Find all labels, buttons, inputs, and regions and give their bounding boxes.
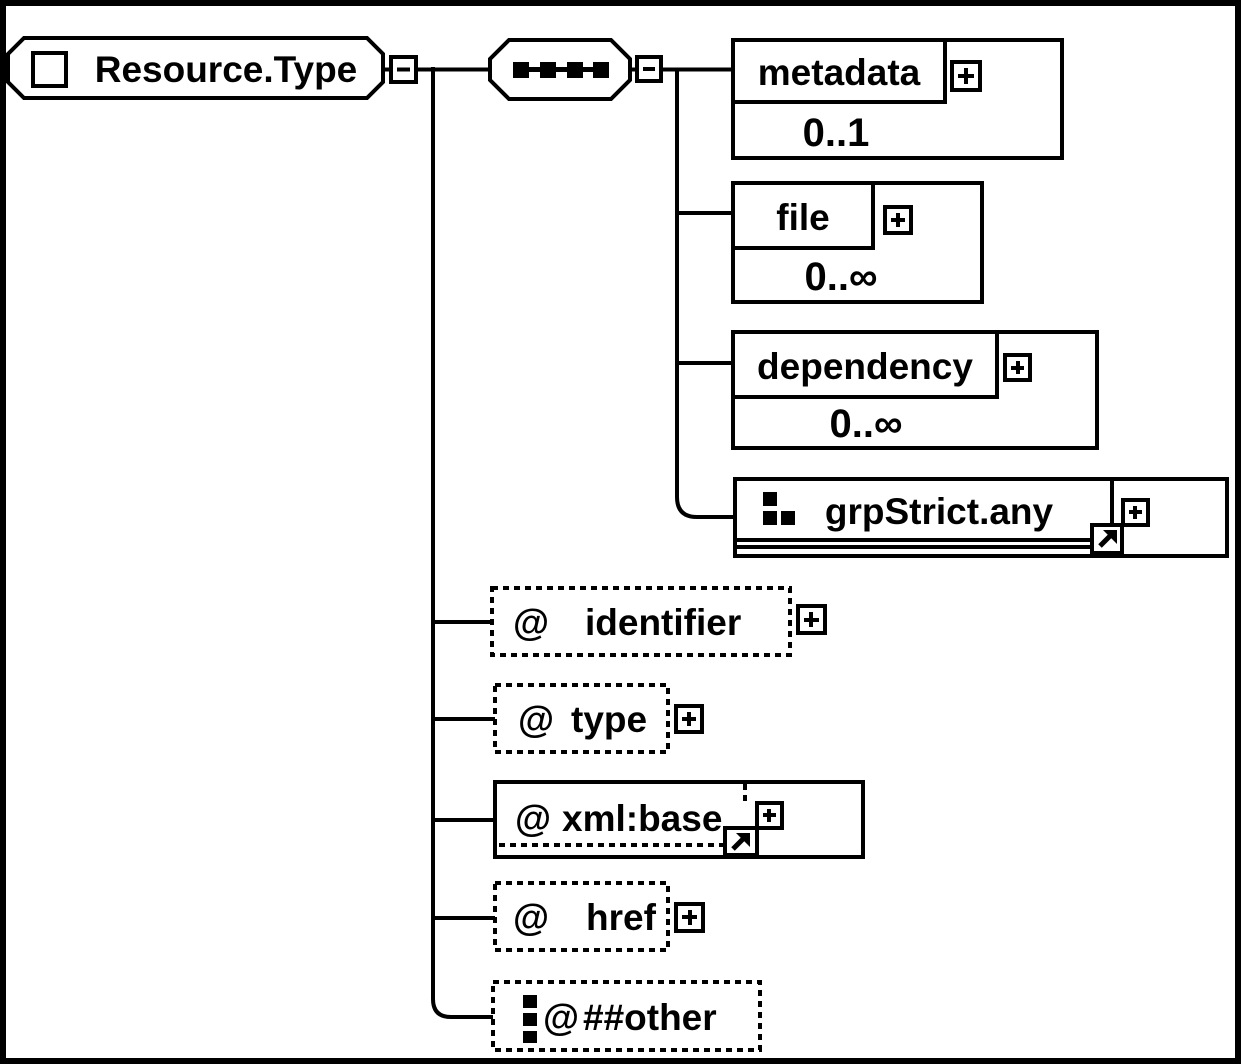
element-node-metadata: metadata 0..1	[731, 38, 1064, 160]
expand-icon-plus	[763, 809, 776, 822]
element-node-file: file 0..∞	[731, 181, 984, 304]
expand-icon-plus	[682, 910, 697, 925]
element-box[interactable]	[731, 181, 875, 250]
attribute-node-href: @ href	[493, 881, 705, 952]
expand-button[interactable]	[1121, 498, 1150, 527]
element-icon	[31, 51, 68, 88]
group-label: grpStrict.any	[825, 491, 1054, 532]
attribute-node-any-other: @ ##other	[491, 980, 762, 1052]
attribute-box[interactable]	[491, 980, 762, 1052]
attribute-at-sign: @	[543, 997, 579, 1038]
link-icon-arrowhead	[736, 833, 750, 847]
cardinality-label: 0..∞	[830, 402, 903, 446]
group-link-button[interactable]	[1090, 523, 1124, 555]
connector-attribute-trunk	[431, 67, 495, 1019]
sequence-collapse-button[interactable]	[635, 55, 663, 83]
attribute-box[interactable]	[493, 881, 670, 952]
attribute-node-type: @ type	[493, 683, 704, 754]
element-label: dependency	[757, 346, 973, 387]
expand-button[interactable]	[950, 60, 982, 92]
attribute-node-identifier: @ identifier	[490, 586, 827, 657]
link-icon-arrow	[731, 837, 745, 851]
expand-button[interactable]	[674, 902, 705, 933]
group-icon	[763, 492, 795, 525]
attribute-label: identifier	[585, 602, 741, 643]
any-attribute-icon	[523, 995, 537, 1043]
element-node-dependency: dependency 0..∞	[731, 330, 1099, 450]
cardinality-label: 0..1	[803, 111, 870, 155]
attribute-box[interactable]	[493, 683, 670, 754]
root-collapse-button[interactable]	[389, 55, 418, 84]
attribute-box[interactable]	[490, 586, 792, 657]
root-node: Resource.Type	[6, 36, 385, 100]
expand-icon[interactable]	[1003, 353, 1032, 382]
expand-icon-plus	[1129, 506, 1142, 519]
expand-icon-plus	[1011, 361, 1024, 374]
attribute-label: ##other	[583, 997, 717, 1038]
group-box[interactable]	[733, 477, 1114, 542]
attribute-label: href	[586, 897, 657, 938]
expand-button[interactable]	[883, 205, 913, 235]
expand-icon-plus	[682, 712, 696, 726]
expand-button[interactable]	[755, 801, 784, 830]
link-icon-arrowhead	[1103, 530, 1117, 544]
sequence-icon	[513, 62, 609, 78]
expand-button[interactable]	[674, 704, 704, 734]
root-node-label: Resource.Type	[95, 49, 358, 90]
attribute-node-xmlbase: @ xml:base	[493, 780, 865, 859]
connector-child-trunk	[675, 69, 737, 519]
attribute-link-button[interactable]	[723, 826, 759, 857]
expand-icon-plus	[958, 68, 974, 84]
expand-icon-plus	[804, 612, 819, 627]
root-node-shape[interactable]	[6, 36, 385, 100]
element-label: metadata	[758, 52, 921, 93]
element-box[interactable]	[731, 330, 999, 399]
expand-icon-plus	[891, 213, 905, 227]
sequence-node	[488, 38, 632, 101]
attribute-at-sign: @	[513, 602, 549, 643]
group-node-grpstrict-any: grpStrict.any	[733, 477, 1229, 558]
link-icon-arrow	[1098, 534, 1112, 548]
attribute-at-sign: @	[518, 699, 554, 740]
expand-button[interactable]	[796, 604, 827, 635]
attribute-at-sign: @	[513, 897, 549, 938]
cardinality-label: 0..∞	[805, 255, 878, 299]
attribute-label: type	[571, 699, 647, 740]
element-box[interactable]	[731, 38, 947, 104]
attribute-at-sign: @	[515, 798, 551, 839]
element-label: file	[776, 197, 829, 238]
attribute-label: xml:base	[562, 798, 722, 839]
expand-button[interactable]	[1003, 353, 1032, 382]
